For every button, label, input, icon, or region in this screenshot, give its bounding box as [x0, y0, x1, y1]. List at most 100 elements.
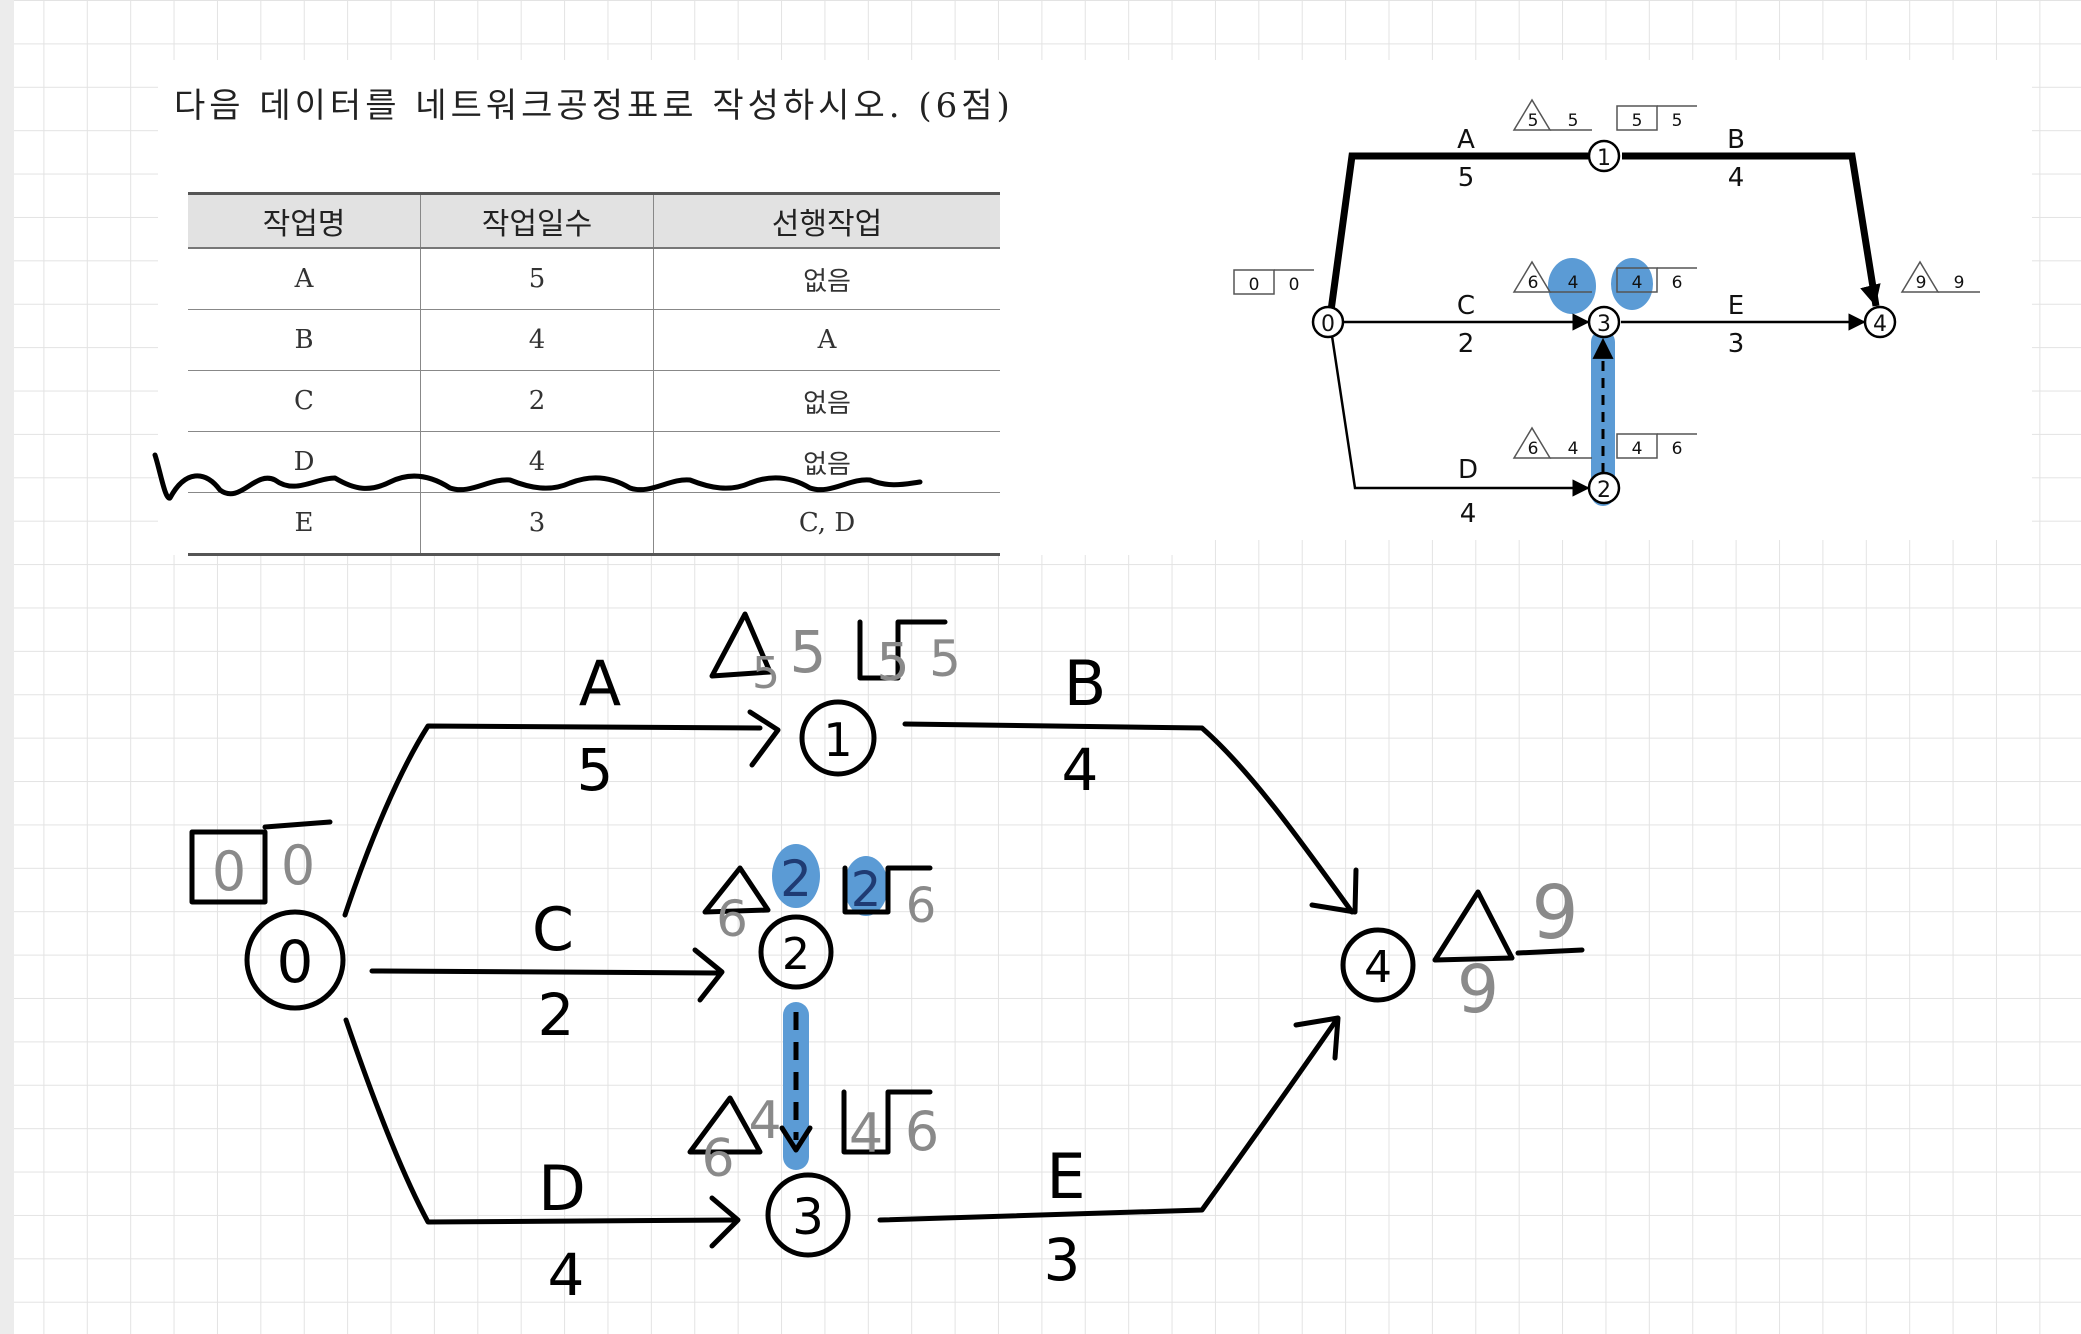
svg-text:4: 4 — [849, 1102, 883, 1165]
hand-duration-E: 3 — [1044, 1226, 1081, 1294]
svg-text:0: 0 — [277, 928, 314, 996]
svg-text:2: 2 — [851, 862, 882, 918]
hand-arrow-C — [369, 968, 721, 976]
header-predecessor: 선행작업 — [653, 192, 1000, 249]
cell: 2 — [420, 370, 654, 432]
svg-text:2: 2 — [780, 850, 812, 908]
svg-text:2: 2 — [782, 929, 810, 980]
svg-text:9: 9 — [1531, 870, 1578, 956]
svg-text:0: 0 — [281, 834, 315, 897]
hand-duration-A: 5 — [577, 736, 614, 804]
hand-duration-D: 4 — [548, 1241, 585, 1309]
cell: A — [188, 248, 421, 310]
svg-text:4: 4 — [1632, 439, 1643, 459]
handwritten-network: 0 1 2 3 4 A 5 B 4 C 2 D 4 E 3 — [189, 611, 1585, 1309]
question-title: 다음 데이터를 네트워크공정표로 작성하시오. (6점) — [174, 86, 1014, 126]
printed-node-0: 0 — [1311, 305, 1345, 339]
hand-times-node-3: 6 4 4 6 — [687, 1089, 939, 1189]
hand-node-0: 0 — [244, 909, 346, 1011]
hand-times-node-1: 5 5 5 5 — [709, 611, 961, 699]
cell: C — [188, 370, 421, 432]
cell: E — [188, 492, 421, 556]
svg-text:9: 9 — [1457, 951, 1499, 1028]
svg-text:4: 4 — [748, 1091, 781, 1151]
cell: B — [188, 309, 421, 371]
svg-text:4: 4 — [1632, 273, 1643, 293]
highlight-mark — [1548, 258, 1596, 314]
duration-label-A: 5 — [1458, 163, 1475, 193]
activity-label-C: C — [1457, 291, 1475, 321]
svg-text:9: 9 — [1916, 273, 1927, 293]
printed-times-node-2: 6 4 4 6 — [1512, 426, 1697, 459]
duration-label-D: 4 — [1460, 499, 1477, 529]
printed-network: 0 1 3 2 4 A 5 B 4 C 2 E 3 D 4 — [1233, 98, 1980, 529]
svg-text:4: 4 — [1568, 273, 1579, 293]
activity-label-E: E — [1728, 291, 1744, 321]
cell: 없음 — [653, 370, 1000, 432]
hand-times-node-4: 9 9 — [1432, 870, 1585, 1028]
svg-text:1: 1 — [823, 713, 852, 767]
svg-text:6: 6 — [701, 1129, 734, 1189]
svg-text:6: 6 — [1672, 439, 1683, 459]
header-activity: 작업명 — [188, 192, 421, 249]
activity-label-A: A — [1457, 125, 1475, 155]
hand-label-B: B — [1064, 647, 1107, 720]
svg-text:6: 6 — [716, 890, 748, 948]
arrow-A — [1326, 152, 1588, 319]
cell: 4 — [420, 309, 654, 371]
svg-text:1: 1 — [1597, 146, 1611, 171]
duration-label-E: 3 — [1728, 329, 1745, 359]
svg-text:6: 6 — [906, 878, 937, 934]
svg-text:3: 3 — [792, 1188, 824, 1246]
svg-text:0: 0 — [212, 840, 246, 903]
hand-times-node-0: 0 0 — [189, 819, 333, 905]
highlight-mark — [844, 856, 888, 916]
highlight-mark — [1611, 258, 1653, 310]
svg-text:5: 5 — [1528, 111, 1539, 131]
scribble-strikethrough — [152, 452, 923, 501]
printed-times-node-1: 5 5 5 5 — [1512, 98, 1697, 131]
activity-label-D: D — [1458, 455, 1478, 485]
highlight-mark — [772, 844, 820, 908]
svg-text:0: 0 — [1321, 312, 1335, 337]
svg-text:5: 5 — [790, 618, 827, 686]
hand-node-2: 2 — [758, 914, 834, 990]
svg-text:5: 5 — [1672, 111, 1683, 131]
printed-times-node-0: 0 0 — [1233, 269, 1314, 295]
cell: A — [653, 309, 1000, 371]
activity-label-B: B — [1727, 125, 1745, 155]
svg-text:5: 5 — [1632, 111, 1643, 131]
hand-duration-C: 2 — [538, 981, 575, 1049]
arrow-B — [1622, 152, 1880, 307]
printed-times-node-4: 9 9 — [1900, 260, 1980, 293]
cell: C, D — [653, 492, 1000, 556]
printed-node-4: 4 — [1863, 305, 1897, 339]
duration-label-C: 2 — [1458, 329, 1475, 359]
printed-times-node-3: 6 4 4 6 — [1512, 260, 1697, 293]
svg-text:9: 9 — [1954, 273, 1965, 293]
left-edge — [0, 0, 14, 1334]
cell: 3 — [420, 492, 654, 556]
hand-arrow-D — [343, 1017, 738, 1225]
hand-label-E: E — [1046, 1140, 1085, 1213]
cell: 5 — [420, 248, 654, 310]
hand-arrow-E — [877, 1019, 1338, 1223]
hand-arrow-B — [902, 721, 1355, 915]
svg-text:0: 0 — [1249, 275, 1260, 295]
hand-node-1: 1 — [799, 699, 877, 777]
arrow-D — [1330, 335, 1590, 497]
svg-text:4: 4 — [1568, 439, 1579, 459]
hand-times-node-2: 6 2 2 6 — [702, 850, 937, 948]
printed-node-3: 3 — [1587, 305, 1621, 339]
hand-label-D: D — [538, 1152, 586, 1225]
svg-text:5: 5 — [876, 633, 909, 693]
svg-text:0: 0 — [1289, 275, 1300, 295]
svg-text:6: 6 — [905, 1100, 939, 1163]
hand-arrow-A — [342, 723, 763, 918]
header-duration: 작업일수 — [420, 192, 654, 249]
hand-duration-B: 4 — [1062, 736, 1099, 804]
